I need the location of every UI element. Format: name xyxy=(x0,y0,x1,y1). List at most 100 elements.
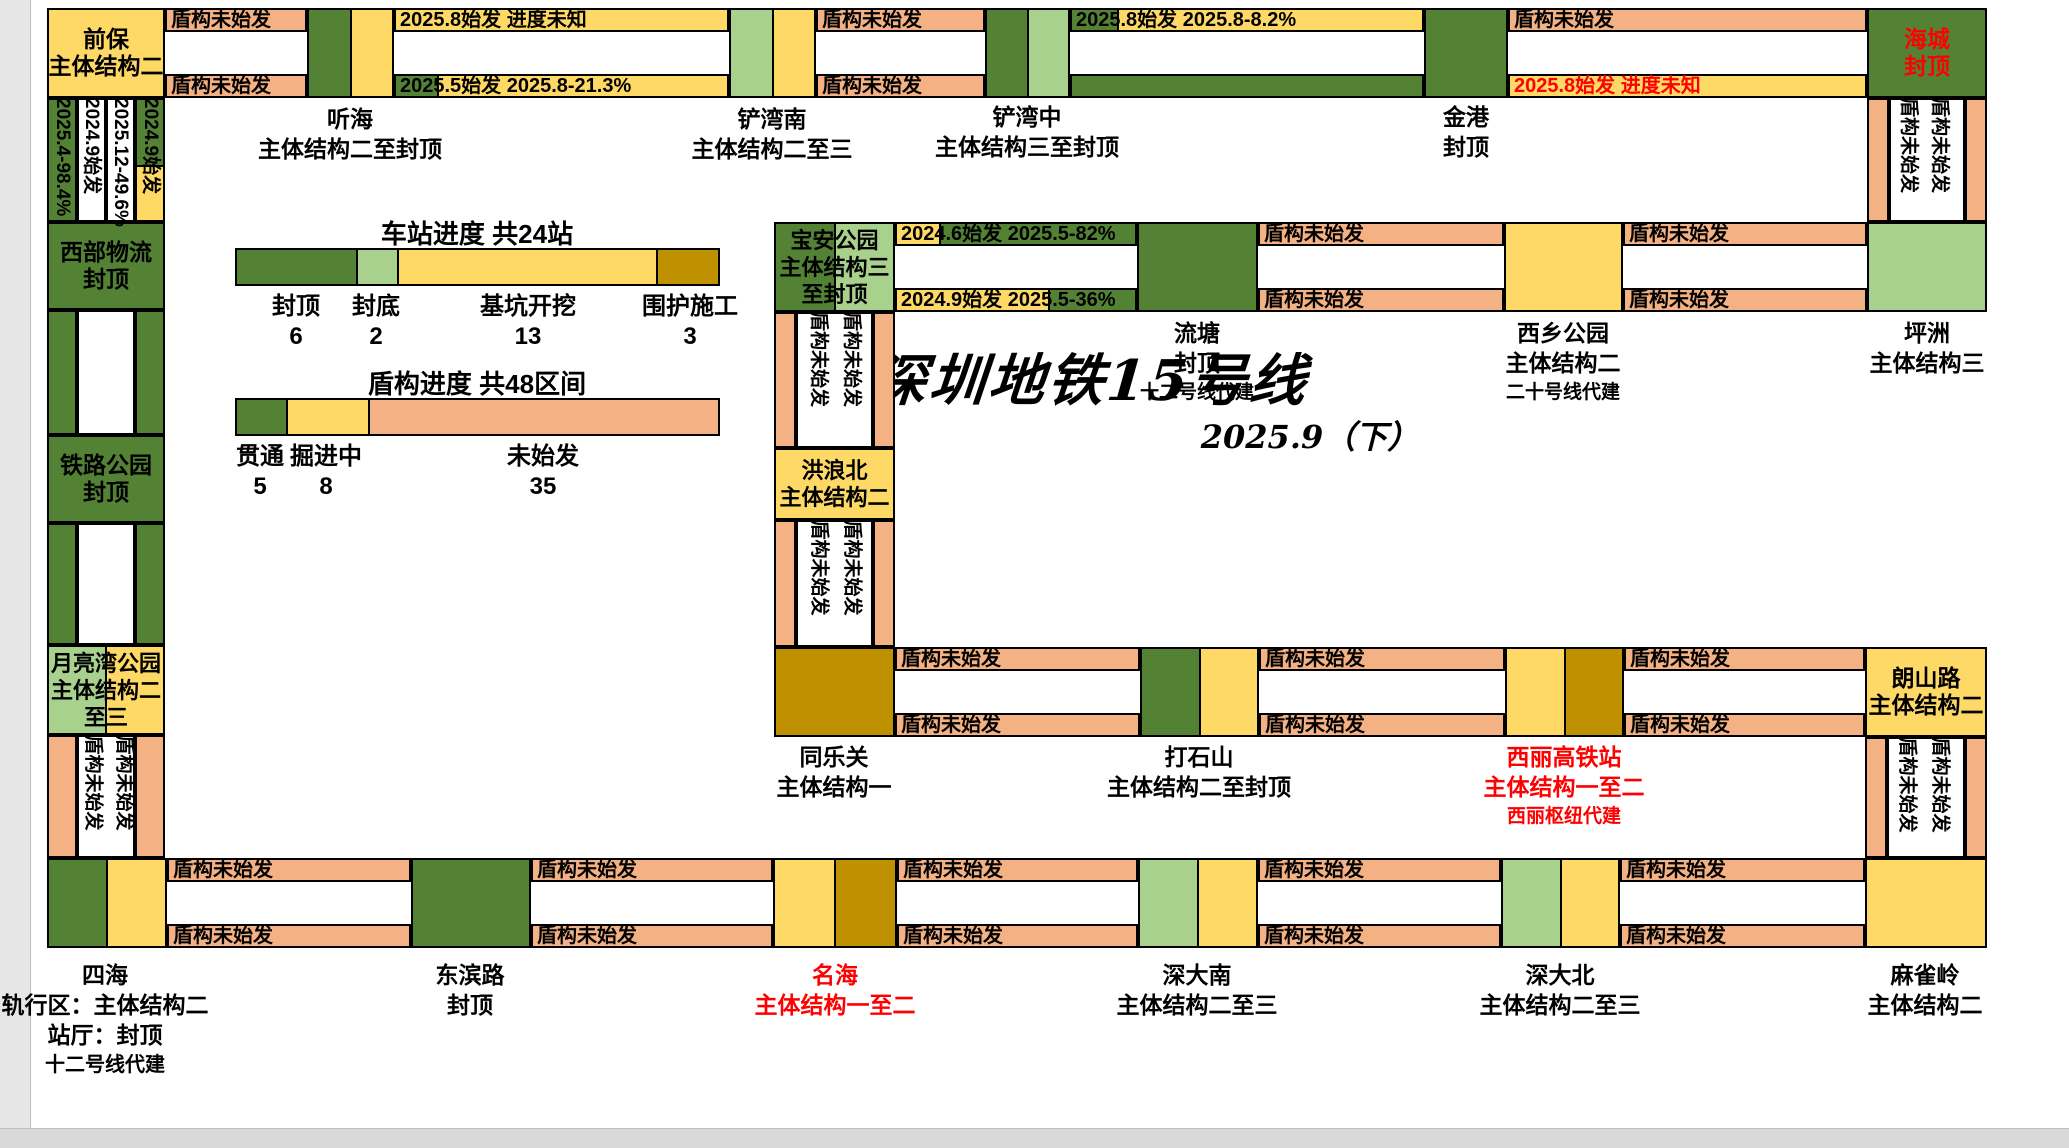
station-fill xyxy=(1867,860,1985,946)
tunnel-fill xyxy=(1622,860,1863,880)
legend-label-text: 未始发 xyxy=(507,443,579,470)
tunnel-status-text: 盾构未始发 xyxy=(1626,925,1726,947)
station-name-line: 西部物流 xyxy=(60,239,152,265)
station-label-line: 主体结构二至封顶 xyxy=(1107,774,1291,800)
station-label-line: 主体结构二至三 xyxy=(1116,992,1278,1018)
tunnel-status-text: 盾构未始发 xyxy=(1629,223,1729,245)
station-fill xyxy=(349,10,392,96)
tunnel-fill xyxy=(776,314,794,446)
station-name-line: 主体结构二 xyxy=(50,677,161,703)
station-xixiang-gongyuan xyxy=(1504,222,1623,312)
station-fill xyxy=(1867,649,1985,735)
legend-segment-贯通 xyxy=(237,400,287,434)
tunnel-bar-seg-chanwannan-chanwanzhong-north: 盾构未始发 xyxy=(816,8,985,32)
legend-label-count: 13 xyxy=(514,323,542,350)
station-label-line: 麻雀岭 xyxy=(1890,962,1960,988)
station-name-line: 朗山路 xyxy=(1891,665,1961,691)
tunnel-status-text-vertical: 盾构未始发 xyxy=(1929,98,1950,194)
legend-label-封顶: 封顶 6 xyxy=(196,292,396,352)
station-label-line: 深大北 xyxy=(1525,962,1595,988)
tunnel-fill xyxy=(437,76,727,96)
station-label-line: 主体结构三 xyxy=(1869,350,1985,376)
station-label-line: 主体结构二 xyxy=(1505,350,1621,376)
station-inside-label: 海城封顶 xyxy=(1869,10,1985,96)
tunnel-bar-seg-tinghai-chanwannan-south: 2025.5始发 2025.8-21.3% xyxy=(394,74,729,98)
station-fill xyxy=(834,860,895,946)
station-langshanlu: 朗山路主体结构二 xyxy=(1865,647,1987,737)
station-baoan-gongyuan: 宝安公园主体结构三至封顶 xyxy=(774,222,895,312)
station-fill xyxy=(1026,10,1068,96)
legend-label-text: 封底 xyxy=(352,293,400,320)
station-label-chanwanzhong: 铲湾中主体结构三至封顶 xyxy=(857,102,1197,162)
tunnel-fill xyxy=(897,290,1049,310)
legend-label-text: 封顶 xyxy=(272,293,320,320)
tunnel-strip xyxy=(77,310,135,435)
station-label-xixiang-gongyuan: 西乡公园主体结构二二十号线代建 xyxy=(1393,318,1733,408)
tunnel-status-text: 盾构未始发 xyxy=(903,925,1003,947)
tunnel-strip xyxy=(774,520,796,647)
station-label-line: 主体结构一至二 xyxy=(754,992,916,1018)
station-name-line: 主体结构三 xyxy=(779,254,890,280)
station-name-line: 前保 xyxy=(83,26,129,52)
tunnel-strip xyxy=(106,98,135,222)
tunnel-strip xyxy=(1965,737,1987,858)
tunnel-bar-seg-tinghai-chanwannan-north: 2025.8始发 进度未知 xyxy=(394,8,729,32)
station-label-liutang: 流塘封顶十二号线代建 xyxy=(1027,318,1367,408)
station-fill xyxy=(49,647,105,733)
tunnel-strip xyxy=(1889,98,1965,222)
station-label-pingzhou: 坪洲主体结构三 xyxy=(1757,318,2069,378)
station-jingang xyxy=(1424,8,1508,98)
conn-langshanlu-maqueling: 盾构未始发盾构未始发 xyxy=(1865,737,1987,858)
tunnel-status-text-vertical: 盾构未始发 xyxy=(808,312,829,408)
station-label-line: 主体结构一 xyxy=(776,774,892,800)
tunnel-strip xyxy=(135,98,165,222)
legend-label-count: 6 xyxy=(289,323,303,350)
tunnel-strip xyxy=(1965,98,1987,222)
tunnel-status-text: 盾构未始发 xyxy=(173,925,273,947)
tunnel-status-text: 盾构未始发 xyxy=(537,925,637,947)
tunnel-status-text: 盾构未始发 xyxy=(901,648,1001,670)
conn-haicheng-pingzhou: 盾构未始发盾构未始发 xyxy=(1867,98,1987,222)
station-fill xyxy=(106,860,165,946)
tunnel-fill xyxy=(1625,224,1865,244)
station-label-line: 封顶 xyxy=(447,992,493,1018)
tunnel-strip xyxy=(47,98,77,222)
station-yueliangwan-gongyuan: 月亮湾公园主体结构二至三 xyxy=(47,645,165,735)
tunnel-fill xyxy=(1622,926,1863,946)
tunnel-bar-seg-xixiang-pingzhou-north: 盾构未始发 xyxy=(1623,222,1867,246)
tunnel-status-text: 盾构未始发 xyxy=(1265,714,1365,736)
station-maqueling xyxy=(1865,858,1987,948)
station-label-line: 封顶 xyxy=(1443,134,1489,160)
tunnel-status-text: 盾构未始发 xyxy=(1264,289,1364,311)
tunnel-fill xyxy=(1260,290,1502,310)
station-name-line: 主体结构二 xyxy=(779,485,890,510)
station-tongleguan xyxy=(774,647,895,737)
tunnel-bar-seg-liutang-xixiang-north: 盾构未始发 xyxy=(1258,222,1504,246)
tunnel-bar-seg-jingang-haicheng-south: 2025.8始发 进度未知 xyxy=(1508,74,1867,98)
station-name-line: 主体结构二 xyxy=(1868,692,1984,718)
station-name-line: 宝安公园 xyxy=(790,227,879,253)
tunnel-fill xyxy=(1626,715,1863,735)
tunnel-status-text-vertical: 盾构未始发 xyxy=(1898,98,1919,194)
legend-shield-bar xyxy=(235,398,720,436)
station-fill xyxy=(1563,649,1622,735)
legend-shield-heading: 盾构进度 共48区间 xyxy=(367,369,587,399)
station-dongbinlu xyxy=(411,858,531,948)
tunnel-status-text: 盾构未始发 xyxy=(1264,925,1364,947)
tunnel-status-text-vertical: 2024.9始发 xyxy=(81,98,102,195)
station-fill xyxy=(1198,649,1257,735)
tunnel-strip xyxy=(77,523,135,645)
tunnel-fill xyxy=(899,860,1136,880)
tunnel-status-text-vertical: 盾构未始发 xyxy=(841,520,862,616)
station-name-line: 铁路公园 xyxy=(60,452,152,478)
page-date: 2025.9（下） xyxy=(1200,418,1420,456)
tunnel-fill xyxy=(137,164,163,220)
station-label-maqueling: 麻雀岭主体结构二 xyxy=(1755,960,2069,1020)
tunnel-bar-seg-sihai-dongbinlu-south: 盾构未始发 xyxy=(167,924,411,948)
tunnel-status-text: 盾构未始发 xyxy=(171,75,271,97)
station-label-dongbinlu: 东滨路封顶 xyxy=(300,960,640,1020)
tunnel-status-text: 盾构未始发 xyxy=(1626,859,1726,881)
